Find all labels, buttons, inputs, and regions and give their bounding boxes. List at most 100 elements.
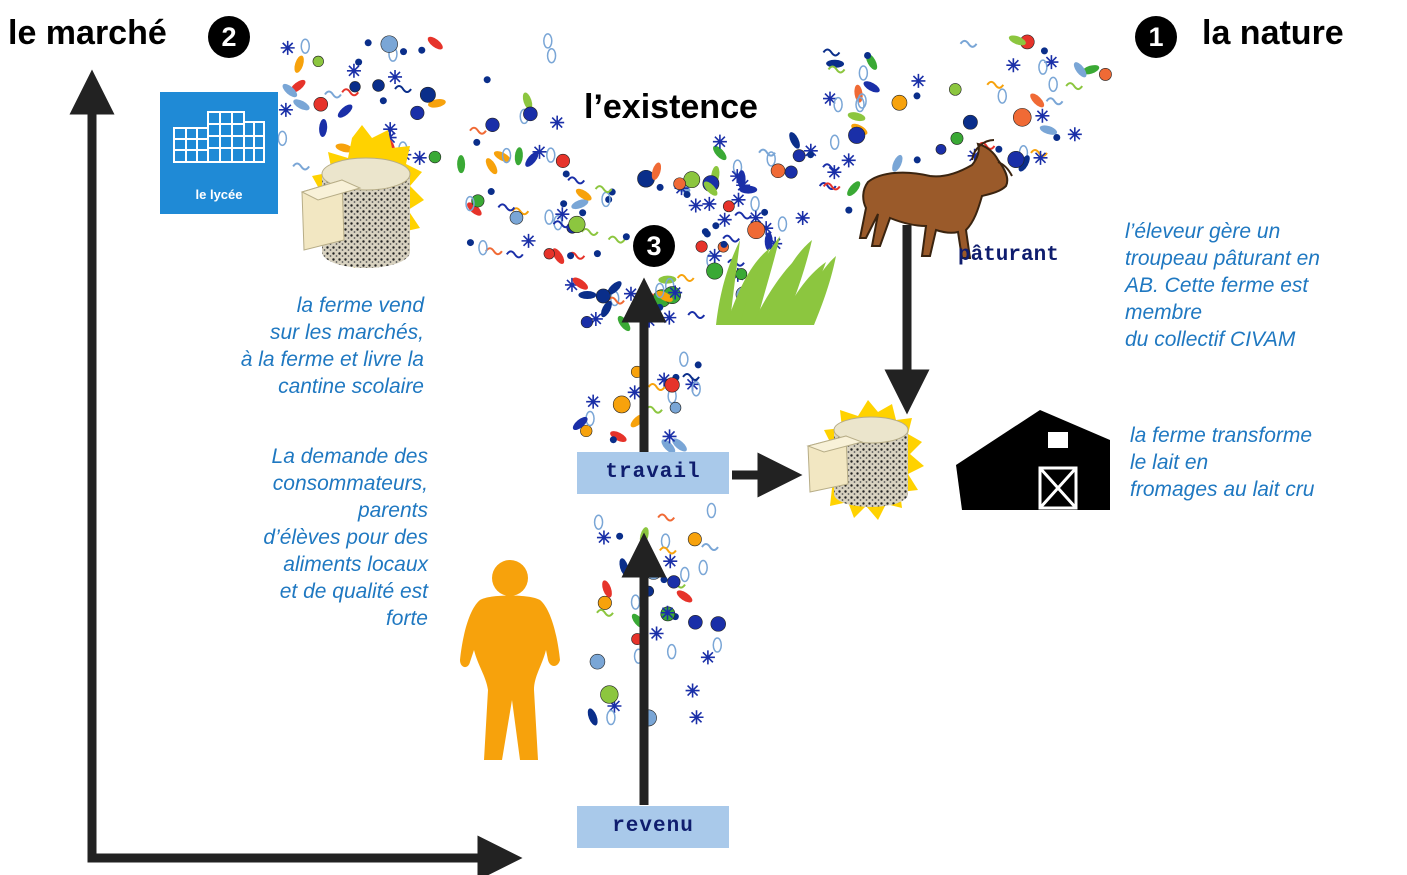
microbe-icon: [795, 210, 810, 225]
microbe-icon: [734, 211, 753, 220]
microbe-icon: [593, 250, 601, 258]
microbe-icon: [1038, 59, 1048, 75]
microbe-icon: [913, 92, 921, 100]
microbe-icon: [473, 138, 481, 146]
microbe-icon: [555, 207, 570, 222]
microbe-icon: [892, 154, 903, 172]
microbe-icon: [827, 65, 846, 74]
microbe-icon: [601, 300, 612, 318]
microbe-icon: [722, 234, 740, 243]
note-line: aliments locaux: [283, 553, 428, 576]
microbe-icon: [497, 203, 516, 212]
microbe-icon: [935, 143, 947, 155]
microbe-icon: [710, 616, 726, 632]
microbe-icon: [891, 94, 908, 111]
microbe-icon: [833, 96, 843, 113]
microbe-icon: [485, 247, 503, 256]
microbe-icon: [1081, 65, 1100, 75]
microbe-icon: [622, 233, 630, 241]
microbe-icon: [1040, 47, 1048, 55]
label-grazing: pâturant: [958, 244, 1059, 267]
microbe-icon: [1048, 76, 1058, 93]
microbe-icon: [578, 291, 597, 300]
microbe-icon: [312, 55, 324, 68]
microbe-icon: [575, 188, 592, 201]
microbe-icon: [847, 181, 861, 197]
microbe-icon: [694, 361, 702, 369]
microbe-icon: [546, 47, 557, 64]
microbe-icon: [803, 143, 818, 158]
microbe-icon: [562, 170, 570, 178]
microbe-icon: [777, 216, 788, 232]
microbe-icon: [977, 141, 996, 150]
microbe-icon: [676, 590, 693, 603]
microbe-icon: [278, 102, 293, 117]
microbe-icon: [784, 165, 798, 179]
note-line: à la ferme et livre la: [240, 348, 424, 371]
microbe-icon: [829, 134, 840, 150]
note-line: membre: [1125, 301, 1203, 324]
microbe-icon: [792, 149, 806, 163]
microbe-icon: [1030, 93, 1045, 108]
microbe-icon: [712, 222, 720, 230]
microbe-icon: [967, 148, 982, 163]
microbe-icon: [660, 576, 668, 584]
microbe-icon: [700, 650, 715, 665]
microbe-icon: [826, 59, 845, 68]
microbe-icon: [673, 177, 686, 190]
microbe-icon: [596, 530, 611, 545]
microbe-icon: [587, 708, 598, 726]
microbe-icon: [707, 248, 722, 263]
microbe-icon: [750, 196, 760, 212]
microbe-icon: [280, 40, 295, 55]
microbe-icon: [789, 132, 800, 149]
microbe-icon: [580, 316, 593, 329]
microbe-icon: [682, 372, 700, 381]
microbe-icon: [1073, 62, 1087, 78]
microbe-icon: [617, 315, 631, 332]
box-work: travail: [577, 452, 729, 494]
microbe-icon: [277, 130, 288, 147]
microbe-icon: [400, 48, 408, 56]
note-line: le lait en: [1130, 451, 1209, 474]
heading-market: le marché: [8, 14, 167, 52]
microbe-icon: [349, 81, 361, 93]
microbe-icon: [858, 65, 869, 81]
microbe-icon: [713, 145, 727, 161]
microbe-icon: [552, 248, 565, 264]
microbe-icon: [703, 181, 718, 196]
microbe-icon: [1099, 67, 1112, 81]
note-farm-sells: la ferme vend sur les marchés, à la ferm…: [150, 292, 424, 400]
microbe-icon: [610, 431, 627, 442]
microbe-icon: [595, 288, 611, 304]
microbe-icon: [703, 230, 711, 238]
microbe-icon: [637, 169, 655, 188]
microbe-icon: [668, 285, 683, 300]
note-line: forte: [385, 607, 428, 630]
microbe-icon: [659, 546, 677, 555]
microbe-icon: [586, 394, 601, 409]
microbe-icon: [1012, 108, 1032, 127]
microbe-icon: [612, 395, 631, 414]
microbe-icon: [394, 85, 412, 94]
microbe-icon: [525, 152, 539, 167]
microbe-icon: [695, 240, 708, 253]
microbe-icon: [483, 76, 491, 84]
microbe-icon: [649, 626, 664, 641]
microbe-icon: [698, 559, 708, 576]
microbe-icon: [847, 112, 866, 122]
microbe-icon: [293, 99, 310, 111]
person-icon: [460, 560, 560, 760]
microbe-icon: [522, 92, 533, 110]
microbe-icon: [1067, 127, 1082, 142]
microbe-icon: [748, 210, 763, 225]
microbe-icon: [807, 151, 815, 159]
microbe-icon: [589, 653, 606, 670]
microbe-icon: [1035, 108, 1050, 123]
microbe-icon: [913, 156, 921, 164]
microbe-icon: [1007, 150, 1025, 168]
microbe-icon: [568, 215, 586, 233]
microbe-icon: [588, 311, 603, 326]
microbe-icon: [294, 55, 304, 73]
